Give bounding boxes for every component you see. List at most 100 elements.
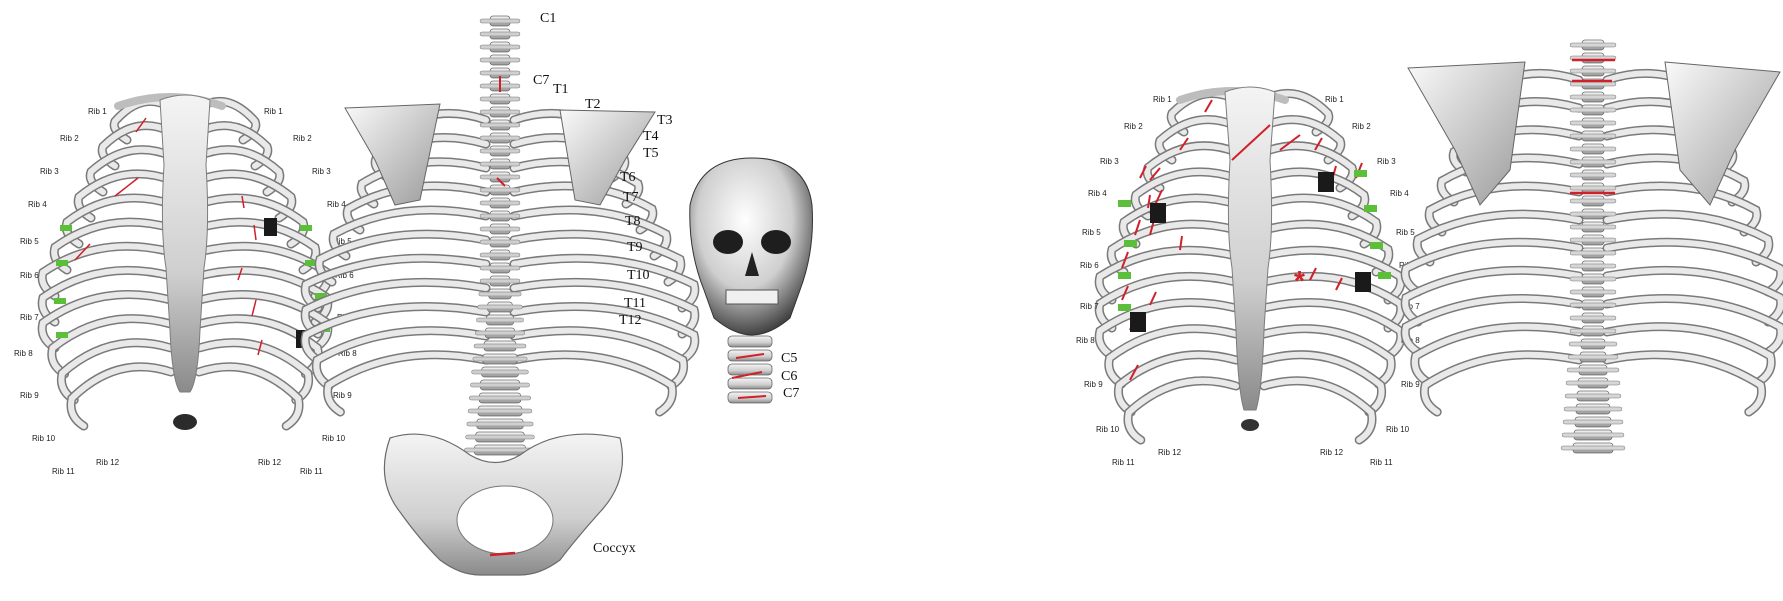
transverse-process <box>480 266 520 270</box>
rib-label-left-3: Rib 3 <box>1100 157 1119 166</box>
transverse-process <box>1568 355 1618 359</box>
healed-marker <box>60 225 72 231</box>
transverse-process <box>1570 199 1616 203</box>
rib-label-right-1: Rib 1 <box>1325 95 1344 104</box>
rib-12-right-shadow <box>199 367 299 426</box>
rib-label-right-11: Rib 11 <box>300 467 323 476</box>
transverse-process <box>1570 225 1616 229</box>
rib-label-left-3: Rib 3 <box>40 167 59 176</box>
transverse-process <box>480 240 520 244</box>
cervical-vertebra <box>728 336 772 347</box>
xiphoid <box>173 414 197 430</box>
rib-12-right <box>1264 381 1372 440</box>
rib-11-right-shadow <box>1607 355 1762 412</box>
transverse-process <box>1570 329 1616 333</box>
rib-cage-posterior <box>1405 40 1781 453</box>
xiphoid <box>1241 419 1259 431</box>
rib-cage-anterior-2: Rib 1 Rib 2 Rib 3 Rib 4 Rib 5 Rib 6 Rib 7 Rib 8… <box>1076 87 1420 467</box>
rib-label-left-2: Rib 2 <box>1124 122 1143 131</box>
rib-11-left-shadow <box>1424 355 1579 412</box>
transverse-process <box>480 110 520 114</box>
transverse-process <box>480 253 520 257</box>
healed-marker <box>1378 272 1391 279</box>
transverse-process <box>480 201 520 205</box>
transverse-process <box>1570 147 1616 151</box>
fixation-plate <box>1355 272 1371 292</box>
rib-11-right-shadow <box>514 355 672 412</box>
fixation-plate <box>1130 312 1146 332</box>
cervical-vertebra <box>728 378 772 389</box>
transverse-process <box>480 45 520 49</box>
coccyx-label: Coccyx <box>593 541 636 556</box>
rib-label-left-6: Rib 6 <box>1080 261 1099 270</box>
transverse-process <box>474 344 526 348</box>
rib-11-right <box>1607 355 1762 412</box>
rib-label-right-12: Rib 12 <box>258 458 282 467</box>
healed-marker <box>1354 170 1367 177</box>
transverse-process <box>1564 407 1622 411</box>
transverse-process <box>1570 173 1616 177</box>
transverse-process <box>475 331 525 335</box>
rib-11-right <box>514 355 672 412</box>
transverse-process <box>466 435 535 439</box>
rib-label-right-12: Rib 12 <box>1320 448 1344 457</box>
rib-label-left-7: Rib 7 <box>1080 302 1099 311</box>
vertebra-label-t12: T12 <box>619 313 642 328</box>
fracture-line <box>252 300 256 316</box>
fixation-plate <box>1150 203 1166 223</box>
rib-11-left-shadow <box>328 355 486 412</box>
transverse-process <box>480 32 520 36</box>
vertebra-label-t1: T1 <box>553 82 569 97</box>
rib-label-left-12: Rib 12 <box>96 458 120 467</box>
transverse-process <box>1570 290 1616 294</box>
transverse-process <box>480 279 520 283</box>
transverse-process <box>470 383 529 387</box>
cervical-vertebra <box>728 364 772 375</box>
healed-marker <box>300 225 312 231</box>
rib-11-left <box>1424 355 1579 412</box>
rib-label-right-3: Rib 3 <box>312 167 331 176</box>
rib-label-left-5: Rib 5 <box>20 237 39 246</box>
rib-label-left-8: Rib 8 <box>1076 336 1095 345</box>
asterisk-marker: * <box>1294 265 1305 296</box>
transverse-process <box>1563 420 1623 424</box>
transverse-process <box>467 422 533 426</box>
fixation-plate <box>264 218 277 236</box>
fixation-plate <box>1318 172 1334 192</box>
transverse-process <box>480 175 520 179</box>
vertebra-label-t4: T4 <box>643 129 659 144</box>
rib-label-left-5: Rib 5 <box>1082 228 1101 237</box>
transverse-process <box>473 357 527 361</box>
transverse-process <box>480 71 520 75</box>
rib-label-left-10: Rib 10 <box>1096 425 1120 434</box>
rib-label-left-11: Rib 11 <box>52 467 75 476</box>
rib-label-right-10: Rib 10 <box>1386 425 1410 434</box>
transverse-process <box>480 136 520 140</box>
fracture-line <box>1205 100 1212 112</box>
transverse-process <box>1570 186 1616 190</box>
transverse-process <box>1570 238 1616 242</box>
vertebra-label-t9: T9 <box>627 240 643 255</box>
cervical-label-c5: C5 <box>781 351 797 366</box>
healed-marker <box>1118 304 1131 311</box>
rib-label-left-4: Rib 4 <box>28 200 47 209</box>
healed-marker <box>1118 200 1131 207</box>
transverse-process <box>478 305 523 309</box>
rib-label-right-2: Rib 2 <box>293 134 312 143</box>
pelvic-inlet <box>457 486 553 554</box>
transverse-process <box>1570 121 1616 125</box>
transverse-process <box>1570 43 1616 47</box>
rib-label-right-4: Rib 4 <box>1390 189 1409 198</box>
transverse-process <box>1561 446 1625 450</box>
rib-12-left <box>1128 381 1236 440</box>
vertebra-label-t8: T8 <box>625 214 641 229</box>
orbit-left <box>713 230 743 254</box>
rib-label-right-3: Rib 3 <box>1377 157 1396 166</box>
rib-label-left-1: Rib 1 <box>1153 95 1172 104</box>
rib-12-left-shadow <box>1128 381 1236 440</box>
healed-marker <box>54 298 66 304</box>
cervical-label-c7: C7 <box>783 386 799 401</box>
transverse-process <box>1570 316 1616 320</box>
vertebra-label-t10: T10 <box>627 268 650 283</box>
transverse-process <box>476 318 523 322</box>
